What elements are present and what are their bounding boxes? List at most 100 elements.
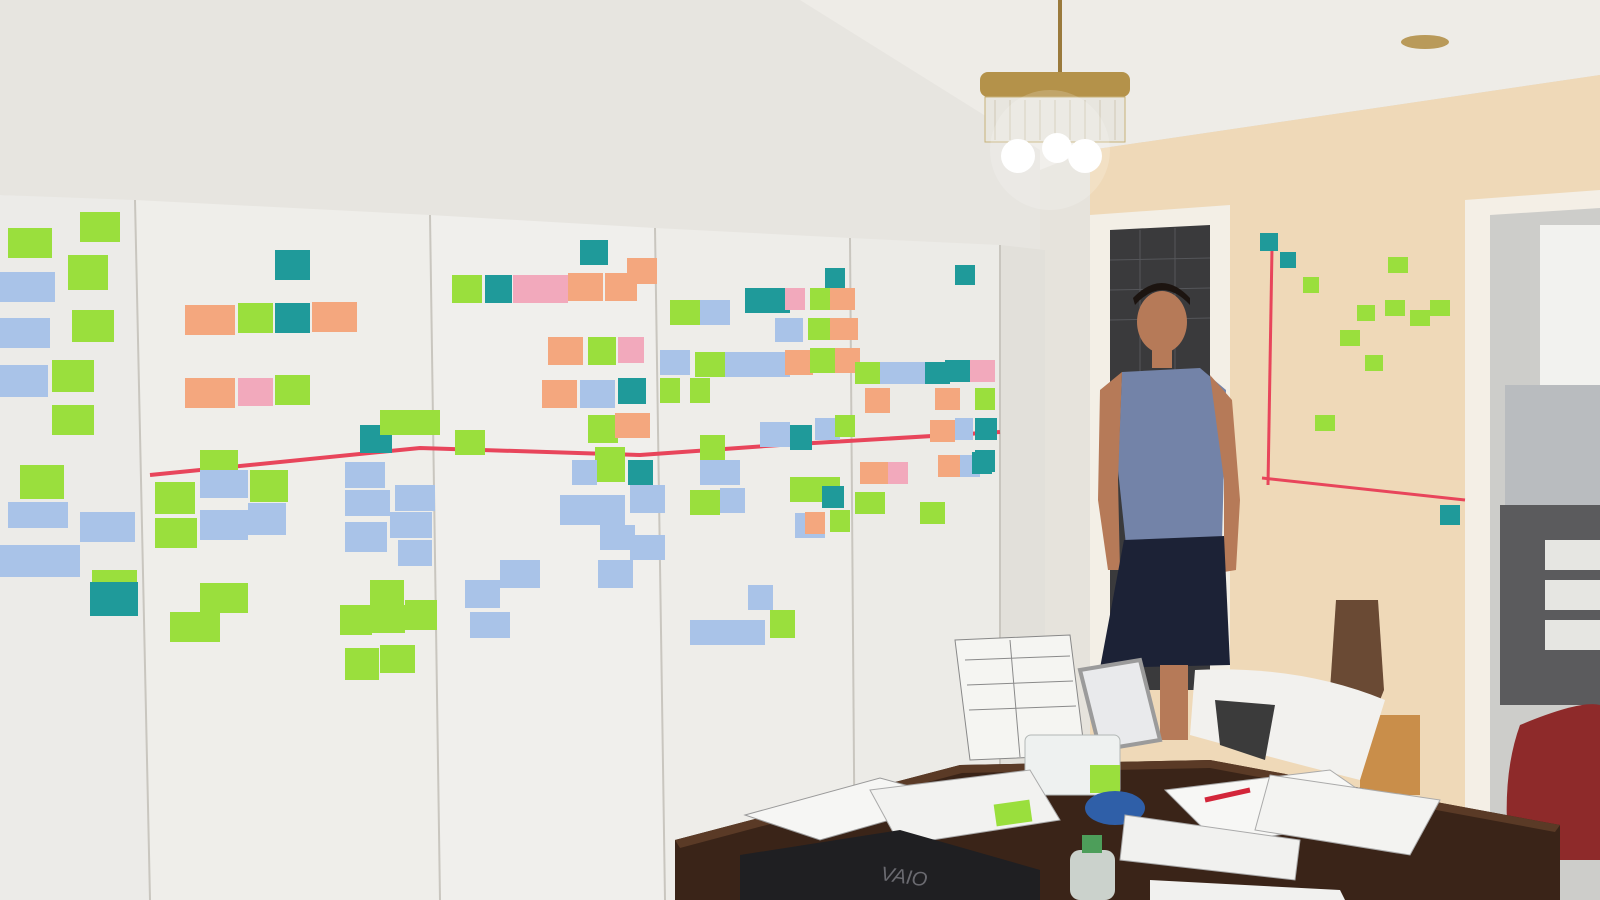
chandelier	[980, 0, 1130, 210]
sticky-note	[345, 522, 387, 552]
papers	[869, 769, 1061, 846]
sticky-note	[455, 430, 485, 455]
sticky-note	[618, 378, 646, 404]
sticky-note	[855, 492, 885, 514]
sticky-note	[595, 447, 625, 482]
wardrobe-door	[430, 215, 665, 900]
sticky-note	[725, 352, 760, 377]
sticky-note	[580, 380, 615, 408]
sticky-note	[8, 502, 68, 528]
sticky-note	[1303, 277, 1319, 293]
sticky-note	[452, 275, 482, 303]
sticky-note	[0, 272, 55, 302]
sticky-note	[1440, 505, 1460, 525]
sticky-note	[630, 535, 665, 560]
sticky-note	[825, 268, 845, 290]
sticky-note	[398, 540, 432, 566]
sticky-note	[830, 510, 850, 532]
sticky-note	[628, 460, 653, 485]
sticky-note	[930, 420, 955, 442]
ceiling-light	[1401, 35, 1449, 49]
sticky-note	[690, 378, 710, 403]
sticky-note	[275, 375, 310, 405]
sticky-note	[700, 300, 730, 325]
sticky-note	[312, 302, 357, 332]
sticky-note	[155, 482, 195, 514]
sticky-note	[695, 352, 725, 377]
sticky-note	[1430, 300, 1450, 316]
sticky-note	[155, 518, 197, 548]
sticky-note	[902, 362, 932, 384]
sticky-note	[380, 410, 440, 435]
water-bottle	[1070, 850, 1115, 900]
sticky-note	[560, 495, 625, 525]
sticky-note	[700, 435, 725, 460]
sticky-note	[810, 348, 835, 373]
sticky-note	[275, 250, 310, 280]
sticky-note	[80, 512, 135, 542]
sticky-note	[1340, 330, 1360, 346]
sticky-note	[760, 422, 790, 447]
sticky-note	[745, 288, 790, 313]
sticky-note	[970, 360, 995, 382]
sticky-note	[810, 288, 835, 310]
soffit	[0, 0, 1040, 250]
sticky-note	[248, 503, 286, 535]
sticky-note	[615, 413, 650, 438]
sticky-note	[975, 418, 997, 440]
sticky-note	[785, 288, 805, 310]
sticky-note	[830, 318, 858, 340]
sticky-note	[0, 365, 48, 397]
sticky-note	[238, 303, 273, 333]
sticky-note	[1315, 415, 1335, 431]
sticky-note	[568, 273, 603, 301]
sticky-note	[660, 350, 690, 375]
sticky-note	[955, 418, 973, 440]
sticky-note	[720, 488, 745, 513]
sticky-note	[945, 360, 970, 382]
sticky-note	[395, 485, 435, 511]
sticky-note	[370, 580, 404, 605]
sticky-note	[815, 418, 840, 440]
sticky-note	[345, 462, 385, 488]
sticky-note	[925, 362, 950, 384]
sticky-note	[775, 318, 803, 342]
marker	[1204, 787, 1251, 803]
sticky-note	[80, 212, 120, 242]
sticky-note	[8, 228, 52, 258]
sticky-note	[345, 648, 379, 680]
sticky-note	[627, 258, 657, 284]
sticky-note	[465, 580, 500, 608]
sticky-note	[630, 485, 665, 513]
sticky-note	[405, 600, 437, 630]
sticky-note	[880, 362, 905, 384]
sticky-note	[955, 265, 975, 285]
sticky-note	[0, 545, 80, 577]
sticky-note	[935, 388, 960, 410]
sticky-note	[822, 486, 844, 508]
sticky-note	[975, 388, 995, 410]
printed-bag	[1190, 669, 1385, 780]
sticky-note	[735, 620, 765, 645]
sticky-note	[808, 318, 833, 340]
sticky-note	[52, 405, 94, 435]
sticky-note	[588, 415, 618, 443]
sticky-note	[513, 275, 541, 303]
tablet	[1077, 657, 1163, 753]
sticky-note	[500, 560, 540, 588]
sticky-note	[548, 337, 583, 365]
sticky-note	[690, 620, 735, 645]
sticky-note	[580, 240, 608, 265]
sticky-note	[670, 300, 700, 325]
sticky-note	[972, 452, 992, 474]
person	[1098, 283, 1240, 740]
sticky-note	[572, 460, 597, 485]
sticky-note	[200, 583, 248, 613]
sticky-note	[275, 303, 310, 333]
sticky-note	[485, 275, 512, 303]
sticky-note	[52, 360, 94, 392]
tape-vertical	[1266, 247, 1274, 486]
sticky-note	[1388, 257, 1408, 273]
tape-horizontal	[1261, 476, 1466, 502]
